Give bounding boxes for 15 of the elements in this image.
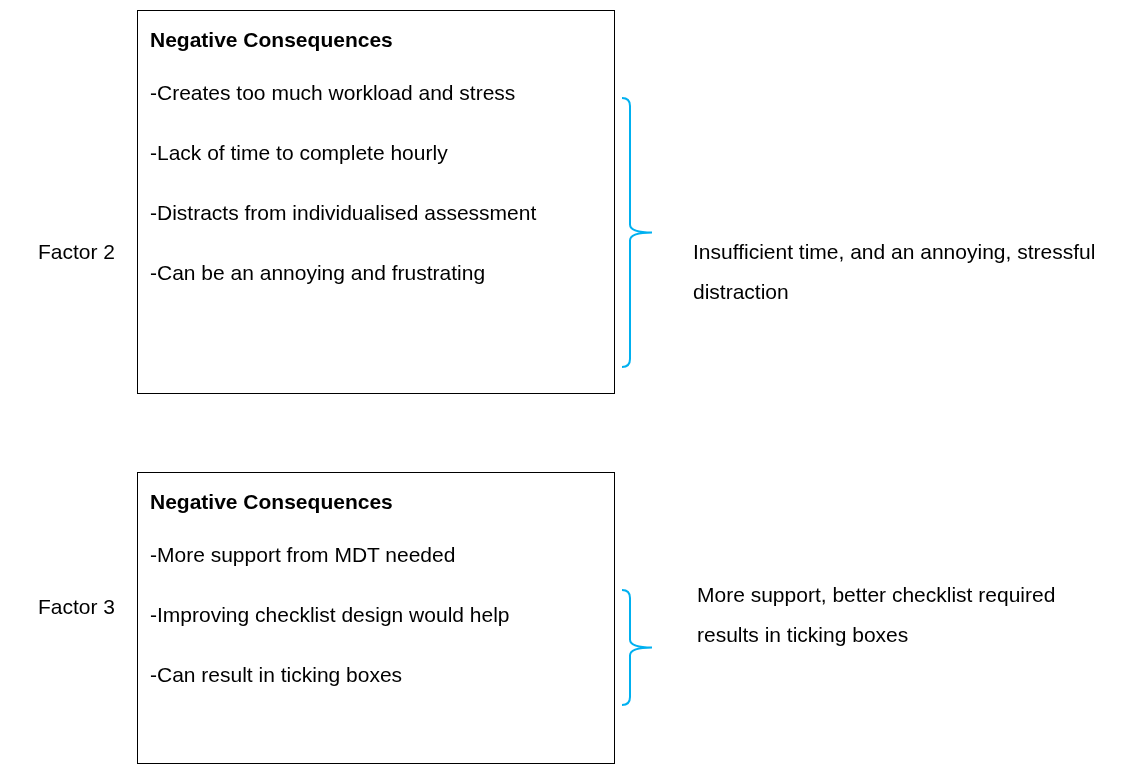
bullet-item: -Lack of time to complete hourly <box>150 140 449 166</box>
content-box <box>137 472 615 764</box>
bullet-item: -More support from MDT needed <box>150 542 457 568</box>
factor-label: Factor 3 <box>38 594 117 620</box>
bullet-item: -Distracts from individualised assessment <box>150 200 538 226</box>
summary-text: Insufficient time, and an annoying, stressful distraction <box>693 239 1097 305</box>
bullet-item: -Creates too much workload and stress <box>150 80 517 106</box>
bullet-item: -Can result in ticking boxes <box>150 662 404 688</box>
bullet-item: -Improving checklist design would help <box>150 602 511 628</box>
box-heading: Negative Consequences <box>150 27 394 53</box>
summary-text: More support, better checklist required results in ticking boxes <box>697 582 1057 648</box>
content-box <box>137 10 615 394</box>
box-heading: Negative Consequences <box>150 489 394 515</box>
bullet-item: -Can be an annoying and frustrating <box>150 260 487 286</box>
factor-label: Factor 2 <box>38 239 117 265</box>
